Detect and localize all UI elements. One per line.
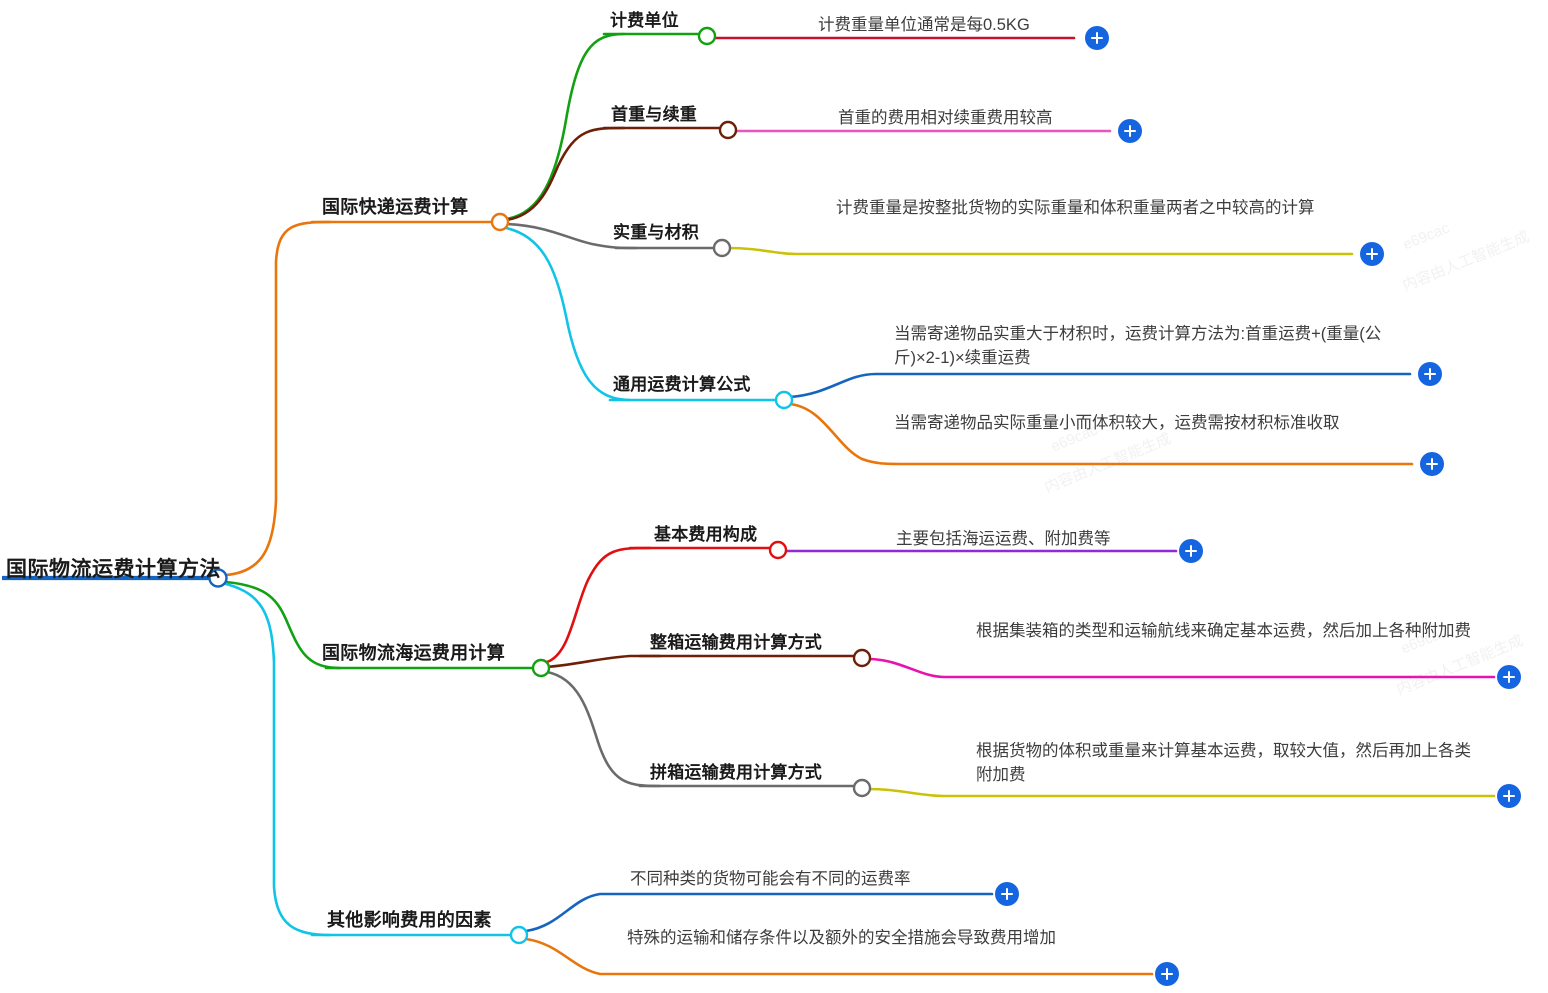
sub-label-2-3[interactable]: 拼箱运输费用计算方式 <box>650 763 822 782</box>
add-node-button-2-1-1[interactable] <box>1180 540 1202 562</box>
leaf-text-3-2: 特殊的运输和储存条件以及额外的安全措施会导致费用增加 <box>627 929 1056 947</box>
leaf-text-1-3-1: 计费重量是按整批货物的实际重量和体积重量两者之中较高的计算 <box>836 199 1315 217</box>
sub-label-2-1[interactable]: 基本费用构成 <box>654 525 758 544</box>
edge-branch-1-to-sub-4 <box>504 226 632 402</box>
node-dot-sub-2-3[interactable] <box>852 778 872 798</box>
edge-branch-3-leaf-1 <box>524 892 994 933</box>
add-node-button-1-4-2[interactable] <box>1421 453 1443 475</box>
node-dot-sub-2-2[interactable] <box>852 648 872 668</box>
node-dot-sub-1-3[interactable] <box>712 238 732 258</box>
leaf-text-2-3-1: 根据货物的体积或重量来计算基本运费，取较大值，然后再加上各类附加费 <box>976 742 1471 784</box>
leaf-text-3-1: 不同种类的货物可能会有不同的运费率 <box>630 870 911 888</box>
node-dot-branch-1[interactable] <box>490 212 510 232</box>
edge-branch-1-to-sub-2 <box>504 126 626 222</box>
add-node-button-1-4-1[interactable] <box>1419 363 1441 385</box>
edge-sub-1-3-leaf-1 <box>726 246 1354 256</box>
edge-root-to-branch-1 <box>224 220 332 577</box>
node-dot-sub-2-1[interactable] <box>768 540 788 560</box>
edge-root-to-branch-2 <box>224 580 342 670</box>
node-dot-sub-1-1[interactable] <box>697 26 717 46</box>
edge-root-to-branch-3 <box>224 582 332 937</box>
leaf-text-1-4-1: 当需寄递物品实重大于材积时，运费计算方法为:首重运费+(重量(公斤)×2-1)×… <box>894 325 1382 367</box>
edge-branch-2-to-sub-2 <box>545 654 662 669</box>
leaf-text-1-2-1: 首重的费用相对续重费用较高 <box>838 109 1053 127</box>
edge-branch-3-leaf-2 <box>524 937 1154 976</box>
node-dot-sub-1-4[interactable] <box>774 390 794 410</box>
branch-label-3[interactable]: 其他影响费用的因素 <box>327 910 492 930</box>
edge-sub-2-2-leaf-1 <box>866 657 1496 679</box>
sub-label-2-2[interactable]: 整箱运输费用计算方式 <box>650 633 822 652</box>
edge-branch-2-to-sub-3 <box>545 670 662 788</box>
edge-branch-1-to-sub-1 <box>504 32 626 221</box>
leaf-text-1-4-2: 当需寄递物品实际重量小而体积较大，运费需按材积标准收取 <box>894 414 1340 432</box>
edge-branch-2-to-sub-1 <box>545 546 652 664</box>
add-node-button-1-1-1[interactable] <box>1086 27 1108 49</box>
add-node-button-2-3-1[interactable] <box>1498 785 1520 807</box>
node-dot-branch-3[interactable] <box>509 925 529 945</box>
add-node-button-3-2[interactable] <box>1156 963 1178 985</box>
node-dot-root[interactable] <box>208 568 228 588</box>
node-dot-sub-1-2[interactable] <box>718 120 738 140</box>
node-dot-branch-2[interactable] <box>531 658 551 678</box>
leaf-text-1-1-1: 计费重量单位通常是每0.5KG <box>818 16 1030 34</box>
sub-label-1-4[interactable]: 通用运费计算公式 <box>613 375 751 394</box>
sub-label-1-3[interactable]: 实重与材积 <box>613 223 699 242</box>
branch-label-1[interactable]: 国际快递运费计算 <box>322 197 469 217</box>
branch-label-2[interactable]: 国际物流海运费用计算 <box>322 643 505 663</box>
add-node-button-1-2-1[interactable] <box>1119 120 1141 142</box>
edge-sub-1-4-leaf-1 <box>788 372 1412 399</box>
edge-sub-1-4-leaf-2 <box>788 402 1414 466</box>
add-node-button-2-2-1[interactable] <box>1498 666 1520 688</box>
sub-label-1-1[interactable]: 计费单位 <box>610 11 679 30</box>
root-node-label[interactable]: 国际物流运费计算方法 <box>6 558 221 581</box>
add-node-button-3-1[interactable] <box>996 883 1018 905</box>
sub-label-1-2[interactable]: 首重与续重 <box>611 105 697 124</box>
edge-sub-2-3-leaf-1 <box>866 787 1496 798</box>
leaf-text-2-2-1: 根据集装箱的类型和运输航线来确定基本运费，然后加上各种附加费 <box>976 622 1471 640</box>
add-node-button-1-3-1[interactable] <box>1361 243 1383 265</box>
leaf-text-2-1-1: 主要包括海运运费、附加费等 <box>896 530 1111 548</box>
